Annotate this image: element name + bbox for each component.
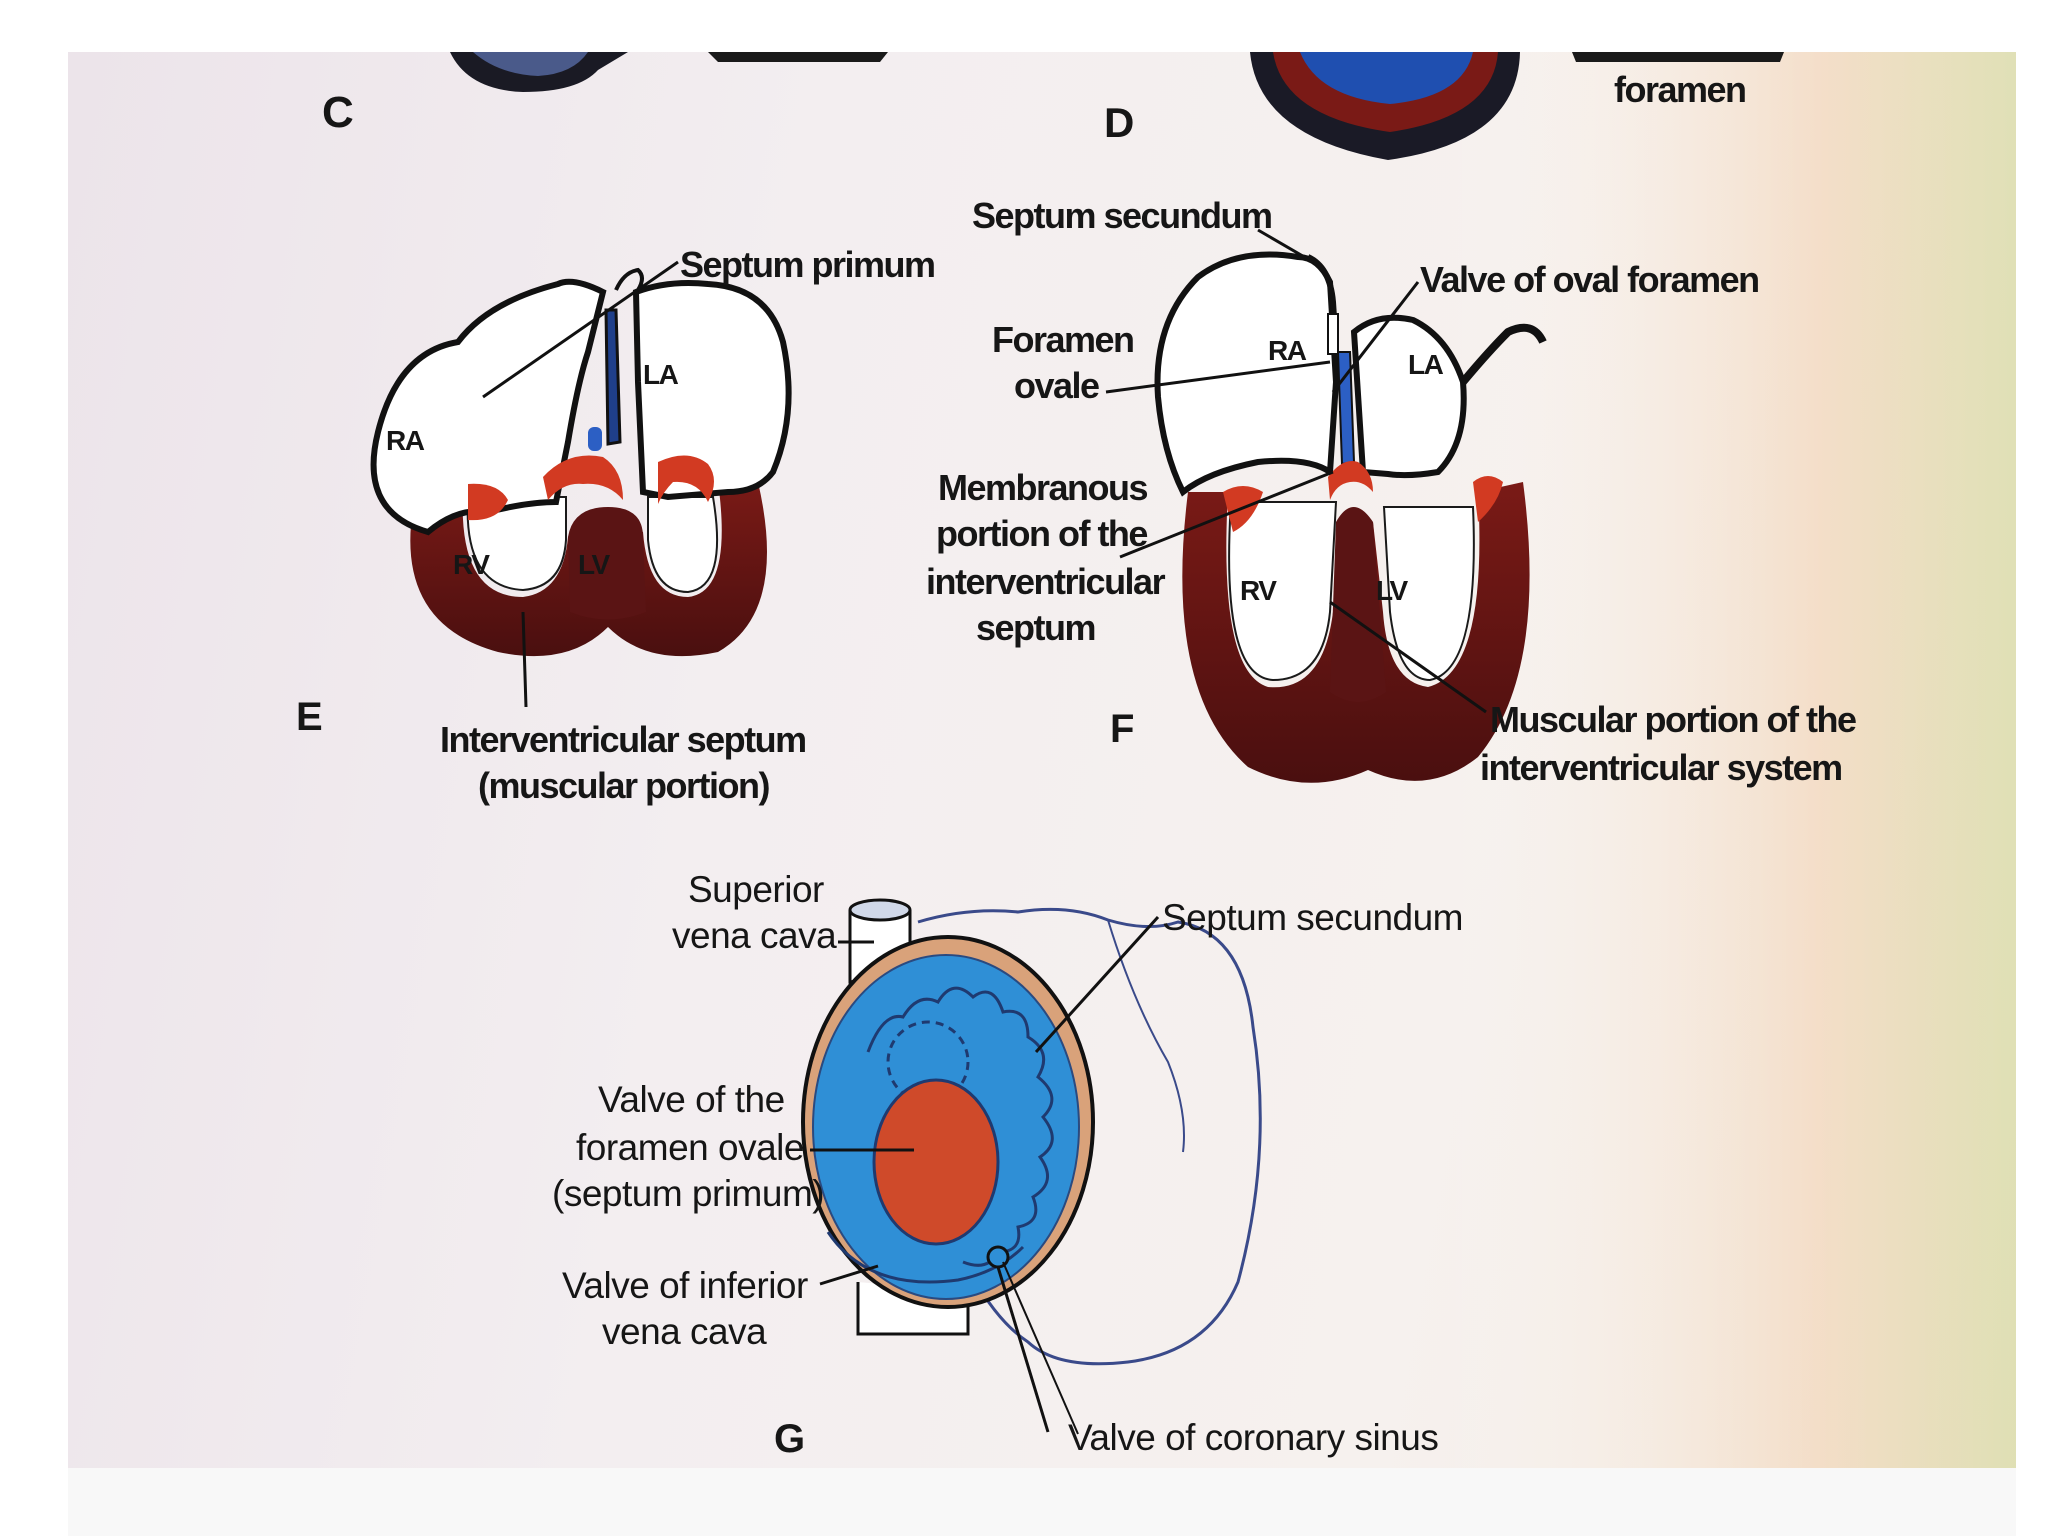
panel-f-valve-oval-leader bbox=[1331, 281, 1420, 393]
panel-e-la-label: LA bbox=[643, 359, 679, 390]
panel-e-interventricular-leader bbox=[521, 611, 528, 708]
panel-e-rv-chamber bbox=[466, 496, 567, 592]
panel-f-foramen-label-1: Foramen bbox=[992, 319, 1134, 360]
panel-g-svc-label-1: Superior bbox=[688, 869, 824, 910]
panel-f-membranous-label-4: septum bbox=[976, 607, 1095, 648]
panel-letter-d: D bbox=[1104, 99, 1134, 146]
panel-f-membranous-label-3: interventricular bbox=[926, 561, 1166, 602]
panel-g-coronary-sinus-label: Valve of coronary sinus bbox=[1068, 1417, 1438, 1458]
embryology-photo: C foramen D RA LA RV LV bbox=[68, 52, 2016, 1468]
panel-e-right-atrium bbox=[370, 278, 607, 536]
panel-g-valve-fo-label-2: foramen ovale bbox=[576, 1127, 804, 1168]
panel-e-ra-label: RA bbox=[386, 425, 425, 456]
panel-d-blue-fragment bbox=[1300, 52, 1473, 104]
panel-c-label-fragment bbox=[708, 52, 888, 62]
panel-f-la-label: LA bbox=[1408, 349, 1444, 380]
panel-d-foramen-label: foramen bbox=[1614, 69, 1746, 110]
panel-f-membranous-septum bbox=[1328, 461, 1373, 500]
panel-e-interventricular-label-1: Interventricular septum bbox=[440, 719, 806, 760]
panel-g-septum-primum-valve bbox=[872, 1078, 1000, 1246]
panel-letter-c: C bbox=[322, 88, 354, 137]
panel-f-septum-secundum bbox=[1306, 254, 1339, 348]
panel-f-muscular-label-2: interventricular system bbox=[1480, 747, 1842, 788]
panel-g-coronary-sinus-leader-2 bbox=[1002, 1261, 1079, 1435]
panel-e-sinus bbox=[614, 267, 644, 292]
panel-letter-f: F bbox=[1110, 707, 1134, 751]
panel-f-pulmonary-vein bbox=[1459, 323, 1547, 385]
panel-g-septum-secundum-leader bbox=[1034, 915, 1160, 1054]
panel-e-left-atrium bbox=[632, 280, 792, 501]
heart-development-diagram: C foramen D RA LA RV LV bbox=[68, 52, 2016, 1468]
panel-f-foramen-ovale-leader bbox=[1105, 360, 1331, 394]
panel-e-lv-label: LV bbox=[578, 549, 611, 580]
panel-f-membranous-label-2: portion of the bbox=[936, 513, 1147, 554]
panel-f-rv-chamber bbox=[1228, 501, 1338, 682]
panel-g-septum-secundum-label: Septum secundum bbox=[1162, 897, 1463, 938]
panel-e: RA LA RV LV Septum primum Interventricul… bbox=[296, 244, 936, 806]
panel-c-partial: C bbox=[322, 52, 888, 137]
panel-g-svc-opening bbox=[848, 898, 912, 922]
panel-e-av-cushion-rv bbox=[468, 483, 508, 521]
panel-f-secundum-gap bbox=[1327, 313, 1339, 355]
panel-f-rv-label: RV bbox=[1240, 575, 1277, 606]
panel-g-secundum-edge bbox=[866, 986, 1054, 1267]
panel-f-foramen-label-2: ovale bbox=[1014, 365, 1099, 406]
panel-f-septum-secundum-leader bbox=[1257, 228, 1314, 264]
panel-c-blue-fragment bbox=[473, 52, 588, 76]
panel-g: Superior vena cava Septum secundum Valve… bbox=[552, 869, 1464, 1461]
panel-f-ra-label: RA bbox=[1268, 335, 1307, 366]
panel-d-partial: foramen D bbox=[1104, 52, 1784, 160]
panel-d-label-fragment bbox=[1572, 52, 1784, 62]
panel-f-membranous-label-1: Membranous bbox=[938, 467, 1148, 508]
panel-f-mitral-cushion bbox=[1473, 476, 1503, 522]
panel-f-valve-oval-label: Valve of oval foramen bbox=[1420, 259, 1759, 300]
panel-f-muscular-leader bbox=[1329, 600, 1487, 714]
panel-e-septum-primum-leader bbox=[482, 260, 679, 399]
panel-e-blue-cushion bbox=[588, 427, 602, 451]
panel-f-membranous-leader bbox=[1119, 470, 1334, 559]
panel-e-rv-label: RV bbox=[453, 549, 490, 580]
panel-g-valve-fo-label-3: (septum primum) bbox=[552, 1173, 824, 1214]
panel-f-left-atrium bbox=[1350, 314, 1467, 479]
panel-g-ivc-label-1: Valve of inferior bbox=[562, 1265, 808, 1306]
panel-f-lv-label: LV bbox=[1376, 575, 1409, 606]
panel-g-coronary-sinus-leader bbox=[996, 1266, 1050, 1433]
panel-f-muscular-label-1: Muscular portion of the bbox=[1490, 699, 1856, 740]
panel-f: RA LA RV LV Septum secundum Valve of ova… bbox=[926, 195, 1857, 788]
panel-g-atrium-fold bbox=[1107, 919, 1185, 1153]
panel-e-muscular-septum bbox=[568, 507, 646, 620]
bottom-blank-strip bbox=[68, 1468, 2016, 1536]
panel-e-lv-chamber bbox=[647, 496, 719, 594]
panel-g-valve-fo-label-1: Valve of the bbox=[598, 1079, 785, 1120]
panel-f-muscular-septum bbox=[1330, 507, 1386, 702]
panel-f-septum-secundum-label: Septum secundum bbox=[972, 195, 1272, 236]
panel-letter-e: E bbox=[296, 695, 323, 739]
panel-e-cushion-right bbox=[658, 455, 714, 504]
panel-e-septum-primum-label: Septum primum bbox=[680, 244, 935, 285]
panel-g-atrium-outline bbox=[917, 907, 1262, 1366]
panel-e-septum-primum bbox=[604, 308, 622, 446]
panel-letter-g: G bbox=[774, 1417, 805, 1461]
panel-g-ivc-label-2: vena cava bbox=[602, 1311, 767, 1352]
panel-e-cushion-left bbox=[543, 455, 623, 500]
panel-g-ivc-leader bbox=[819, 1264, 879, 1286]
panel-g-svc-label-2: vena cava bbox=[672, 915, 837, 956]
panel-e-interventricular-label-2: (muscular portion) bbox=[478, 765, 770, 806]
panel-g-coronary-sinus bbox=[986, 1245, 1010, 1269]
